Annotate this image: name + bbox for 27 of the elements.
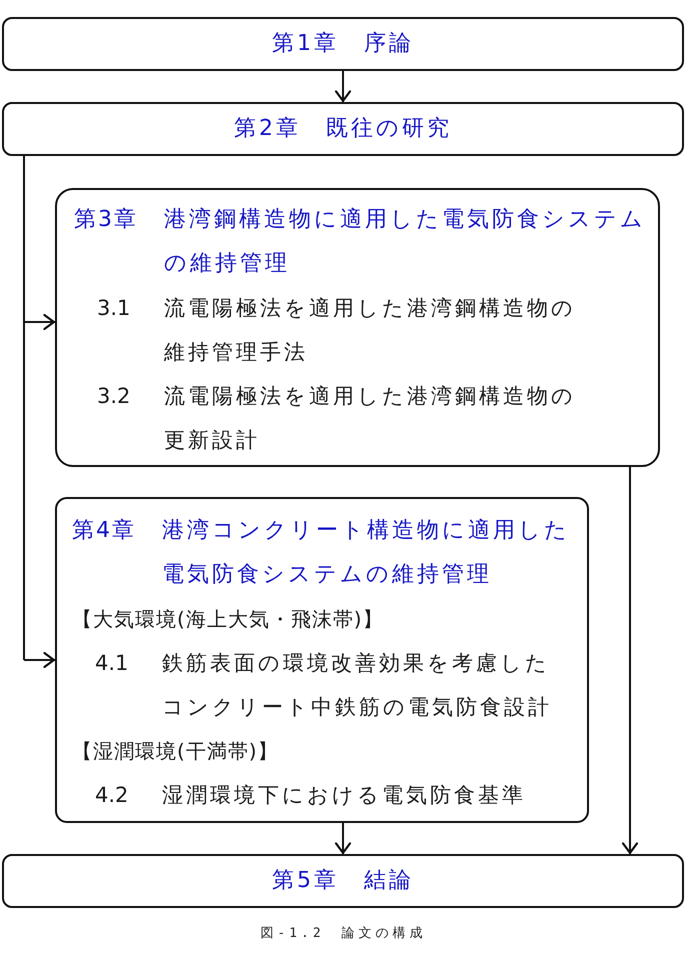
section-number: 3.2 xyxy=(97,383,130,410)
chapter-box xyxy=(55,497,589,823)
environment-label: 【大気環境(海上大気・飛沫帯)】 xyxy=(72,606,384,633)
section-number: 3.1 xyxy=(97,295,130,322)
chapter-heading: 第1章 序論 xyxy=(272,30,414,58)
section-title: 鉄筋表面の環境改善効果を考慮したコンクリート中鉄筋の電気防食設計 xyxy=(162,650,553,721)
section-number: 4.2 xyxy=(95,782,128,809)
chapter-box xyxy=(2,854,684,908)
chapter-title: 港湾コンクリート構造物に適用した電気防食システムの維持管理 xyxy=(162,517,571,589)
section-number: 4.1 xyxy=(95,650,128,677)
arrow xyxy=(622,467,638,854)
figure-caption: 図-1.2 論文の構成 xyxy=(260,925,427,943)
chapter-heading: 第5章 結論 xyxy=(272,867,414,895)
chapter-box xyxy=(2,17,684,71)
section-title: 流電陽極法を適用した港湾鋼構造物の維持管理手法 xyxy=(164,295,577,366)
chapter-box xyxy=(55,188,660,467)
section-title: 湿潤環境下における電気防食基準 xyxy=(162,782,526,809)
chapter-heading: 第3章 xyxy=(74,206,138,234)
arrow xyxy=(334,71,352,102)
chapter-heading: 第4章 xyxy=(72,517,136,545)
chapter-title: 港湾鋼構造物に適用した電気防食システムの維持管理 xyxy=(164,206,647,278)
chapter-box xyxy=(2,102,684,156)
chapter-heading: 第2章 既往の研究 xyxy=(234,115,452,143)
arrow xyxy=(334,823,352,854)
section-title: 流電陽極法を適用した港湾鋼構造物の更新設計 xyxy=(164,383,577,454)
environment-label: 【湿潤環境(干満帯)】 xyxy=(72,738,279,765)
arrow xyxy=(24,652,55,668)
